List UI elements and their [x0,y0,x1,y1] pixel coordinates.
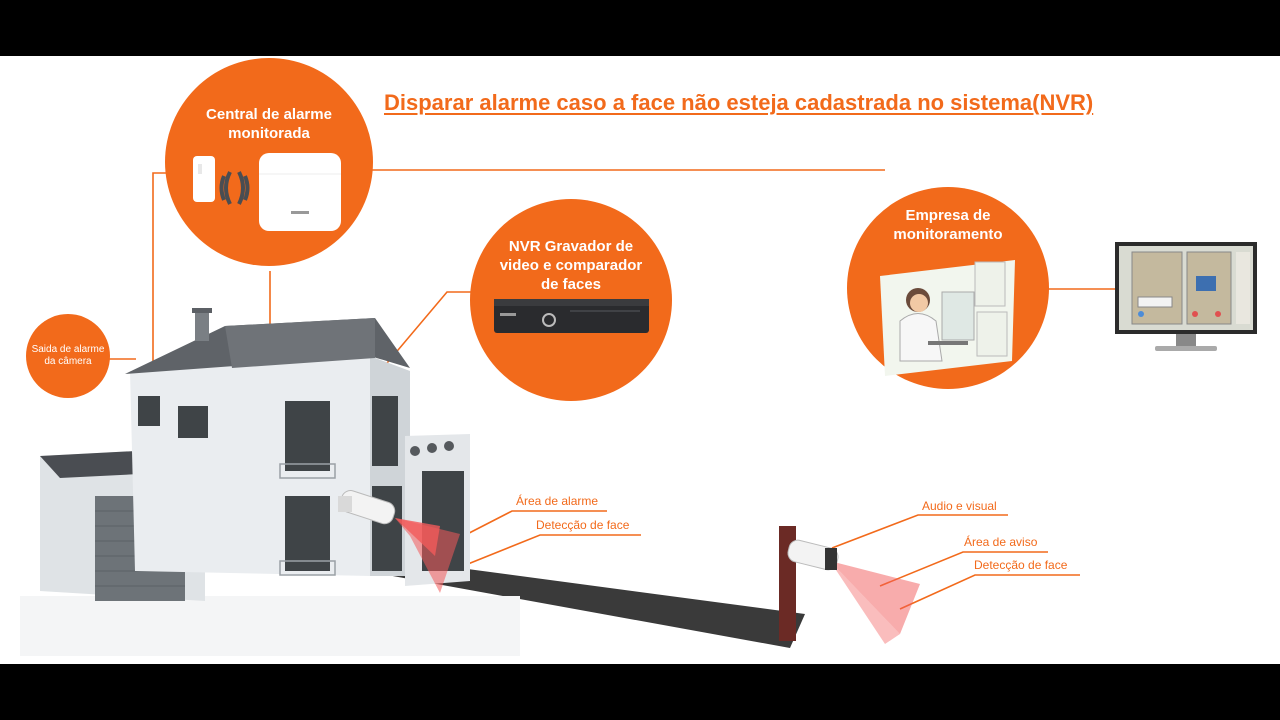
house-camera [338,490,460,593]
annotation-audio-visual: Audio e visual [922,499,997,513]
annotation-face-detection-post: Detecção de face [974,558,1068,572]
alarm-devices [193,153,341,231]
house [125,308,470,586]
nvr-label: NVR Gravador de video e comparador de fa… [499,238,643,293]
ground-path [365,564,805,648]
monitor [1115,242,1257,351]
alarm-central-label: Central de alarme monitorada [206,106,332,142]
post-camera [779,526,920,644]
letterbox-top [0,0,1280,56]
annotation-warning-area: Área de aviso [964,535,1038,549]
camera-output-circle [26,314,110,398]
leader-warning [879,551,1048,587]
diagram-graphics [20,58,1257,656]
house-ground-shadow [20,596,520,656]
letterbox-bottom [0,664,1280,720]
leader-face-detect [457,534,641,569]
annotation-alarm-area: Área de alarme [516,494,599,508]
camera-output-label: Saida de alarme da câmera [31,344,105,367]
leader-face-post [899,574,1080,610]
annotation-face-detection-house: Detecção de face [536,518,630,532]
page-title: Disparar alarme caso a face não esteja c… [384,90,1094,115]
leader-audio [831,514,1008,549]
operator-illustration [880,260,1015,376]
monitoring-company-label: Empresa de monitoramento [893,207,1003,243]
diagram-canvas: Disparar alarme caso a face não esteja c… [0,56,1280,664]
nvr-device [494,299,649,333]
